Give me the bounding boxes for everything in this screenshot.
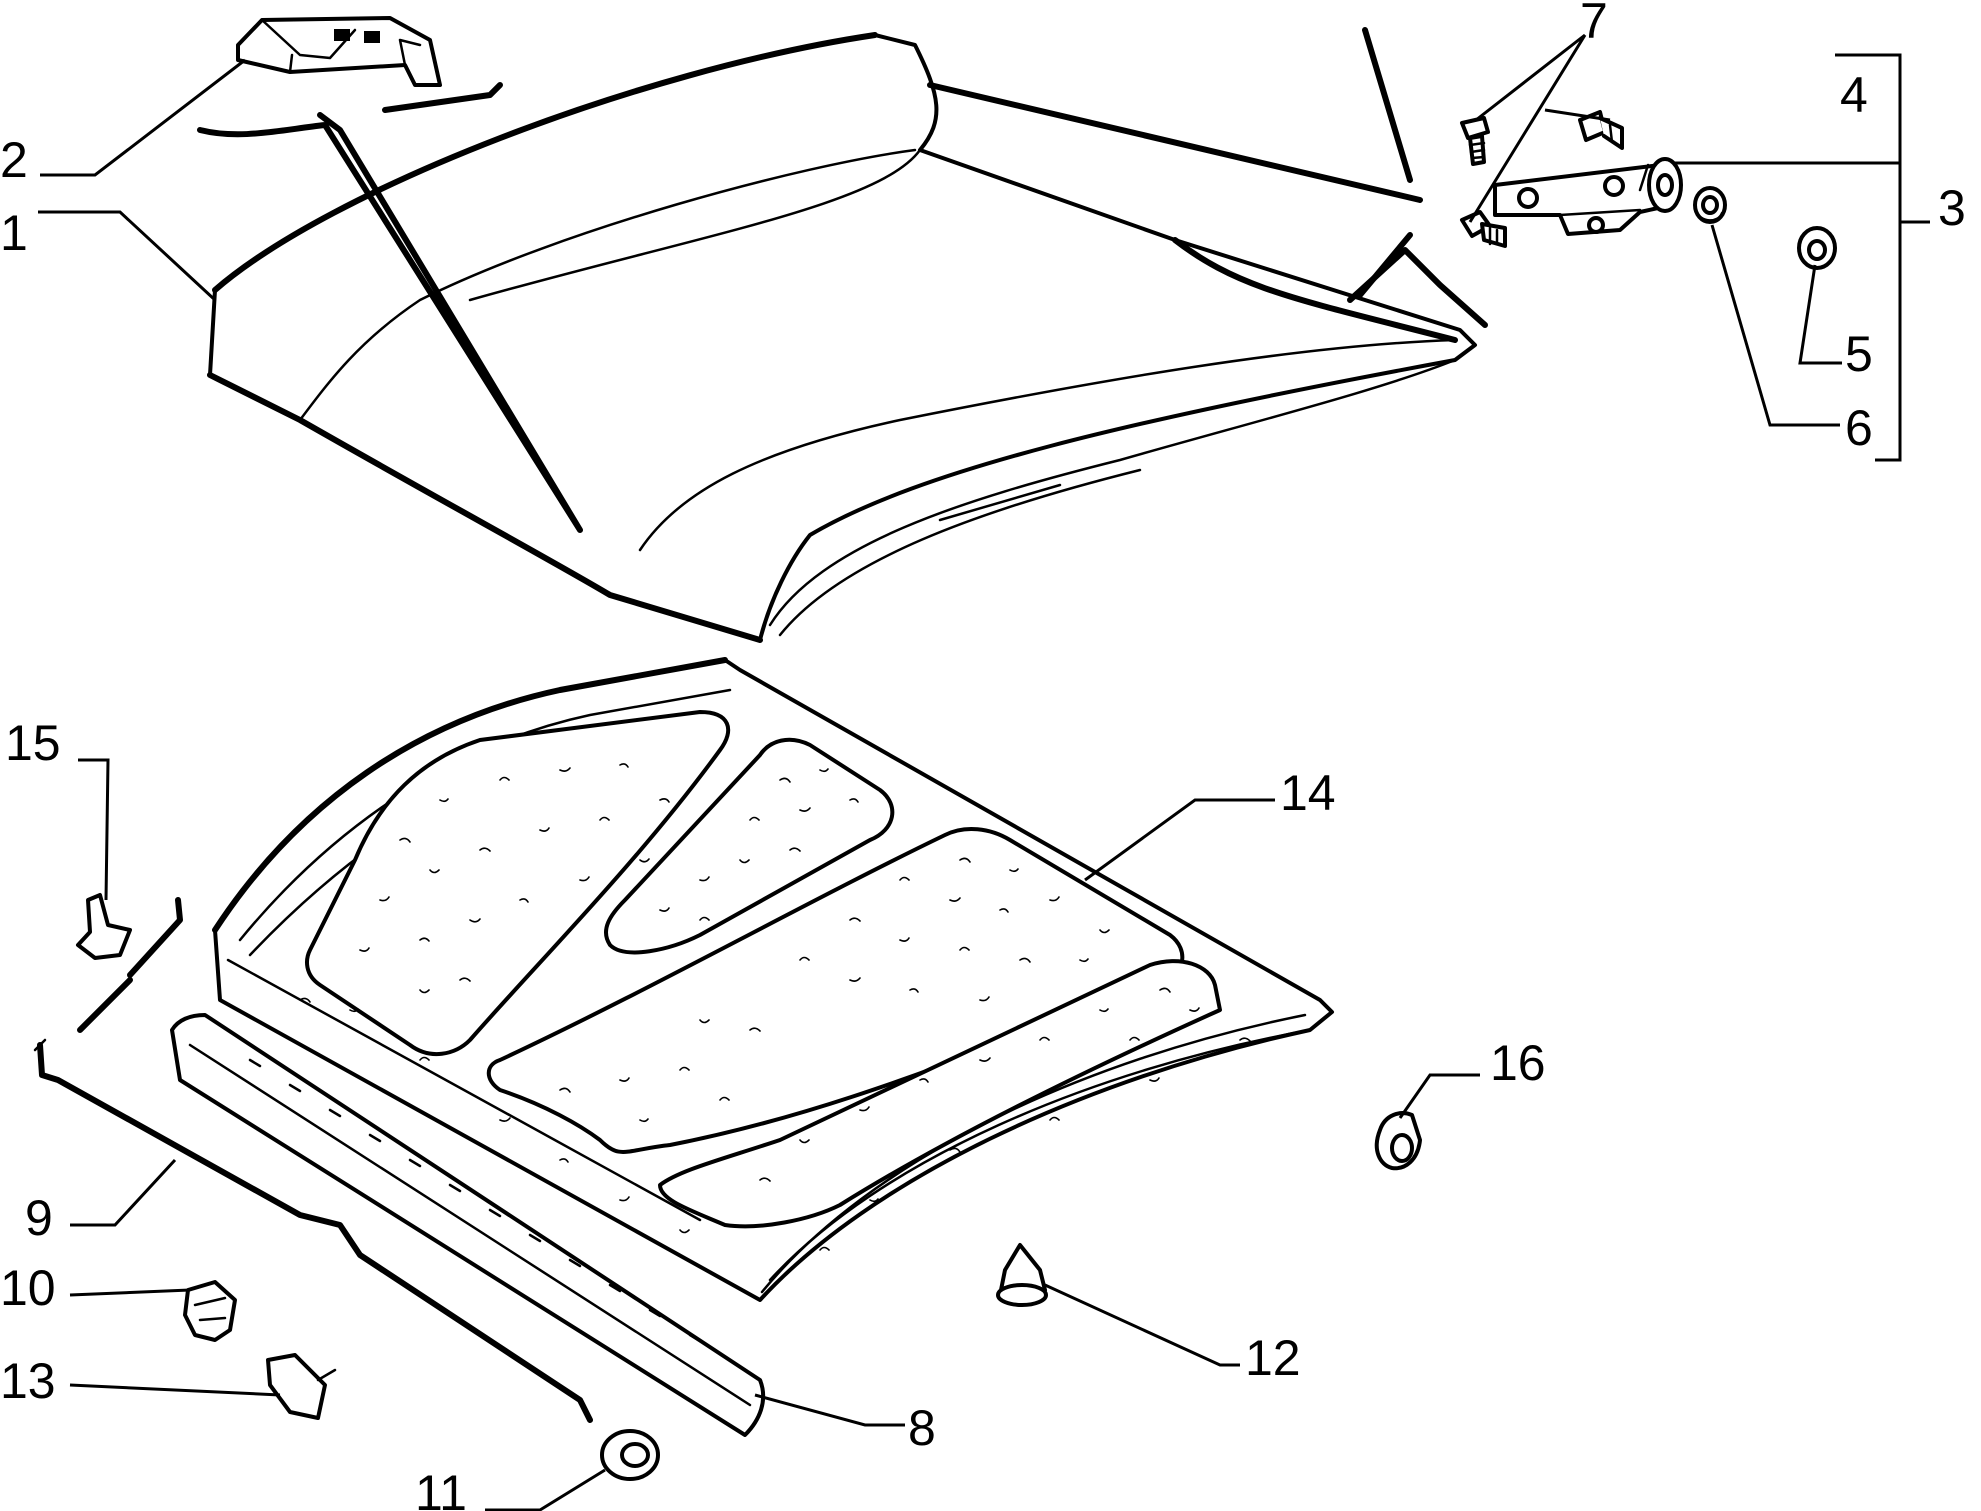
leader-5: [1798, 264, 1842, 365]
leader-9: [70, 1158, 177, 1227]
leader-16: [1398, 1073, 1480, 1119]
leader-15: [78, 758, 110, 901]
callout-11: 11: [415, 1465, 467, 1511]
leader-2: [40, 58, 246, 177]
callout-13: 13: [0, 1353, 56, 1409]
callout-12: 12: [1245, 1330, 1301, 1386]
support-rod-part-9: [33, 1038, 593, 1423]
grommet-part-11: [600, 1429, 660, 1481]
push-pin-part-12: [996, 1243, 1048, 1307]
bracket-3: [1675, 53, 1930, 462]
bump-stop-part-15: [76, 893, 132, 960]
clip-tab-part-13: [266, 1353, 337, 1420]
callout-3: 3: [1938, 180, 1966, 236]
callout-10: 10: [0, 1260, 56, 1316]
bonnet-highlight-lines: [197, 27, 1488, 533]
callout-7: 7: [1580, 0, 1608, 49]
leader-12: [1044, 1283, 1240, 1367]
insulation-panel-part-14: [212, 657, 1334, 1302]
callout-2: 2: [0, 132, 28, 188]
latch-bracket-part-2: [236, 16, 442, 87]
callout-1: 1: [0, 205, 28, 261]
clip-part-10: [183, 1280, 237, 1342]
callout-5: 5: [1845, 326, 1873, 382]
leader-lines: [38, 33, 1930, 1511]
seal-strip-part-8: [170, 1013, 766, 1437]
insulation-texture: [299, 763, 1251, 1251]
misc-guide-lines: [77, 897, 183, 1033]
leader-4: [1544, 108, 1611, 122]
bush-part-6: [1693, 186, 1727, 224]
leader-13: [69, 1383, 281, 1397]
callout-6: 6: [1845, 400, 1873, 456]
leader-8: [754, 1393, 905, 1427]
washer-part-5: [1797, 226, 1837, 270]
bonnet-outer-panel: [207, 32, 1477, 643]
callout-8: 8: [908, 1400, 936, 1456]
callout-16: 16: [1490, 1035, 1546, 1091]
screw-part-7-upper: [1460, 116, 1490, 166]
leader-6: [1710, 224, 1840, 427]
callout-14: 14: [1280, 765, 1336, 821]
callout-15: 15: [5, 715, 61, 771]
leader-7: [1468, 33, 1587, 223]
callout-9: 9: [25, 1190, 53, 1246]
screw-part-7-lower: [1460, 210, 1507, 248]
callout-4: 4: [1840, 67, 1868, 123]
leader-1: [38, 210, 217, 302]
leader-11: [485, 1468, 606, 1511]
leader-10: [69, 1288, 191, 1297]
nut-clip-part-16: [1374, 1111, 1422, 1171]
hinge-assembly-part-3: [1493, 157, 1683, 236]
leader-14: [1084, 798, 1275, 882]
